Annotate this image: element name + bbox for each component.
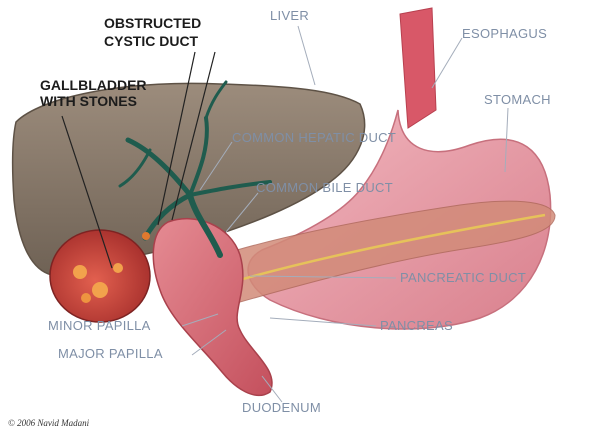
gallstone xyxy=(73,265,87,279)
pancreatic-duct-label: PANCREATIC DUCT xyxy=(400,270,526,285)
pancreas-label: PANCREAS xyxy=(380,318,453,333)
liver-label: LIVER xyxy=(270,8,309,23)
gallbladder-label-line1: GALLBLADDER xyxy=(40,77,147,93)
gallbladder-label-line2: WITH STONES xyxy=(40,93,137,109)
common-bile-duct-label: COMMON BILE DUCT xyxy=(256,180,393,195)
gallbladder-shape xyxy=(50,230,150,322)
minor-papilla-label: MINOR PAPILLA xyxy=(48,318,151,333)
duodenum-label: DUODENUM xyxy=(242,400,321,415)
obstruction-point xyxy=(142,232,150,240)
obstructed-label-line2: CYSTIC DUCT xyxy=(104,33,199,49)
esophagus-shape xyxy=(400,8,436,128)
gallstone xyxy=(113,263,123,273)
gallstone xyxy=(92,282,108,298)
common-hepatic-duct-label: COMMON HEPATIC DUCT xyxy=(232,130,396,145)
stomach-label: STOMACH xyxy=(484,92,551,107)
obstructed-label-line1: OBSTRUCTED xyxy=(104,15,201,31)
copyright-text: © 2006 Navid Madani xyxy=(8,418,90,428)
esophagus-label: ESOPHAGUS xyxy=(462,26,547,41)
major-papilla-label: MAJOR PAPILLA xyxy=(58,346,163,361)
gallstone xyxy=(81,293,91,303)
